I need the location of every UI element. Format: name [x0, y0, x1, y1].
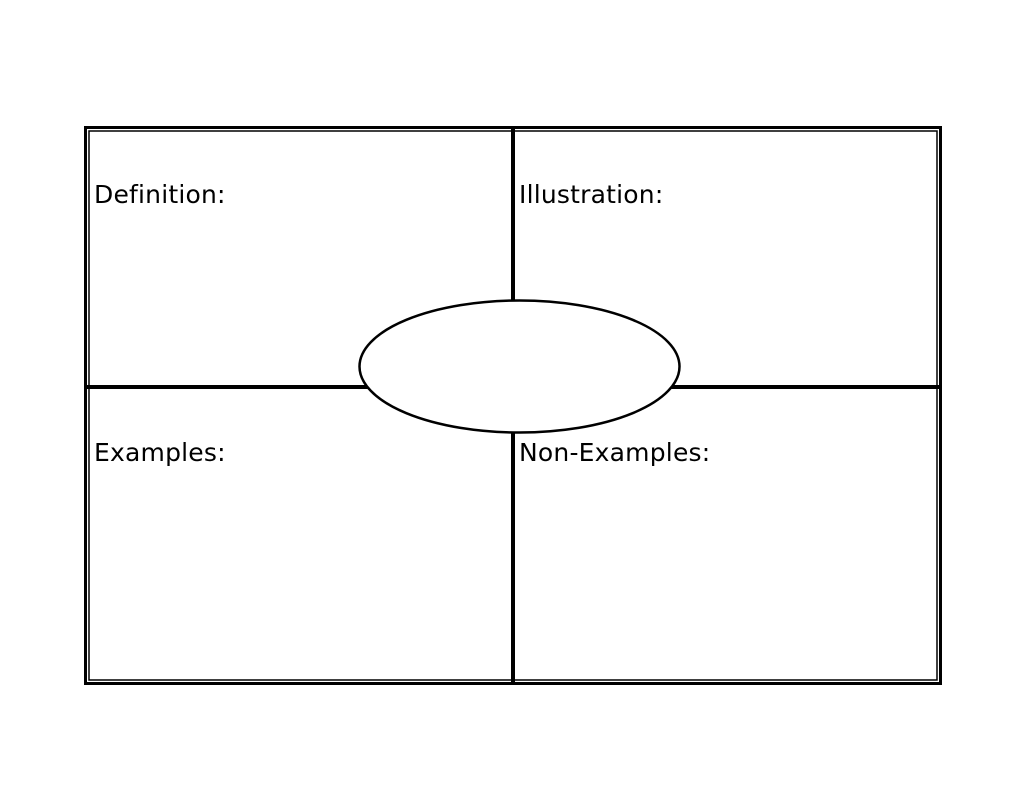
examples-label: Examples: [94, 438, 226, 467]
illustration-label: Illustration: [519, 180, 664, 209]
center-term [359, 300, 680, 433]
definition-label: Definition: [94, 180, 226, 209]
frayer-model-organizer: Definition: Illustration: Examples: Non-… [84, 126, 942, 686]
outer-border [84, 126, 942, 685]
organizer-grid [84, 126, 942, 685]
center-oval [358, 299, 681, 434]
non-examples-label: Non-Examples: [519, 438, 711, 467]
